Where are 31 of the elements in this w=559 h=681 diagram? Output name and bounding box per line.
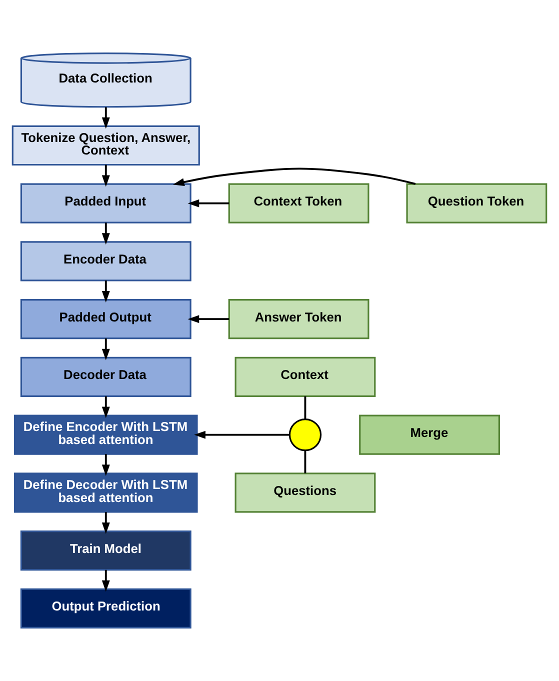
node-box: Output Prediction bbox=[20, 588, 192, 629]
arrow bbox=[188, 199, 230, 208]
arrow bbox=[102, 338, 110, 360]
arrow bbox=[188, 315, 230, 324]
node-box: Train Model bbox=[20, 530, 192, 571]
arrow bbox=[102, 164, 110, 187]
node-box: Padded Input bbox=[20, 183, 192, 224]
node-box: Padded Output bbox=[20, 298, 192, 340]
arrow bbox=[102, 280, 110, 302]
node-box: Question Token bbox=[406, 183, 548, 224]
arrow bbox=[194, 430, 290, 439]
node-box: Answer Token bbox=[228, 298, 370, 340]
node-box: Merge bbox=[359, 414, 500, 455]
node-box: Tokenize Question, Answer, Context bbox=[12, 125, 200, 166]
node-box: Context bbox=[234, 356, 376, 398]
arrow bbox=[102, 570, 110, 592]
node-box: Define Decoder With LSTM based attention bbox=[14, 472, 198, 513]
arrow bbox=[102, 454, 110, 476]
node-box: Decoder Data bbox=[20, 356, 192, 398]
arrow bbox=[172, 168, 416, 186]
node-box: Context Token bbox=[228, 183, 370, 224]
arrow bbox=[102, 107, 110, 129]
connector bbox=[304, 450, 306, 474]
arrow bbox=[102, 222, 110, 245]
node-circle bbox=[288, 418, 322, 452]
node-box: Questions bbox=[234, 472, 376, 513]
node-box: Define Encoder With LSTM based attention bbox=[14, 414, 198, 455]
connector bbox=[304, 396, 306, 419]
arrow bbox=[102, 396, 110, 418]
arrow bbox=[102, 512, 110, 534]
node-box: Encoder Data bbox=[20, 241, 192, 282]
